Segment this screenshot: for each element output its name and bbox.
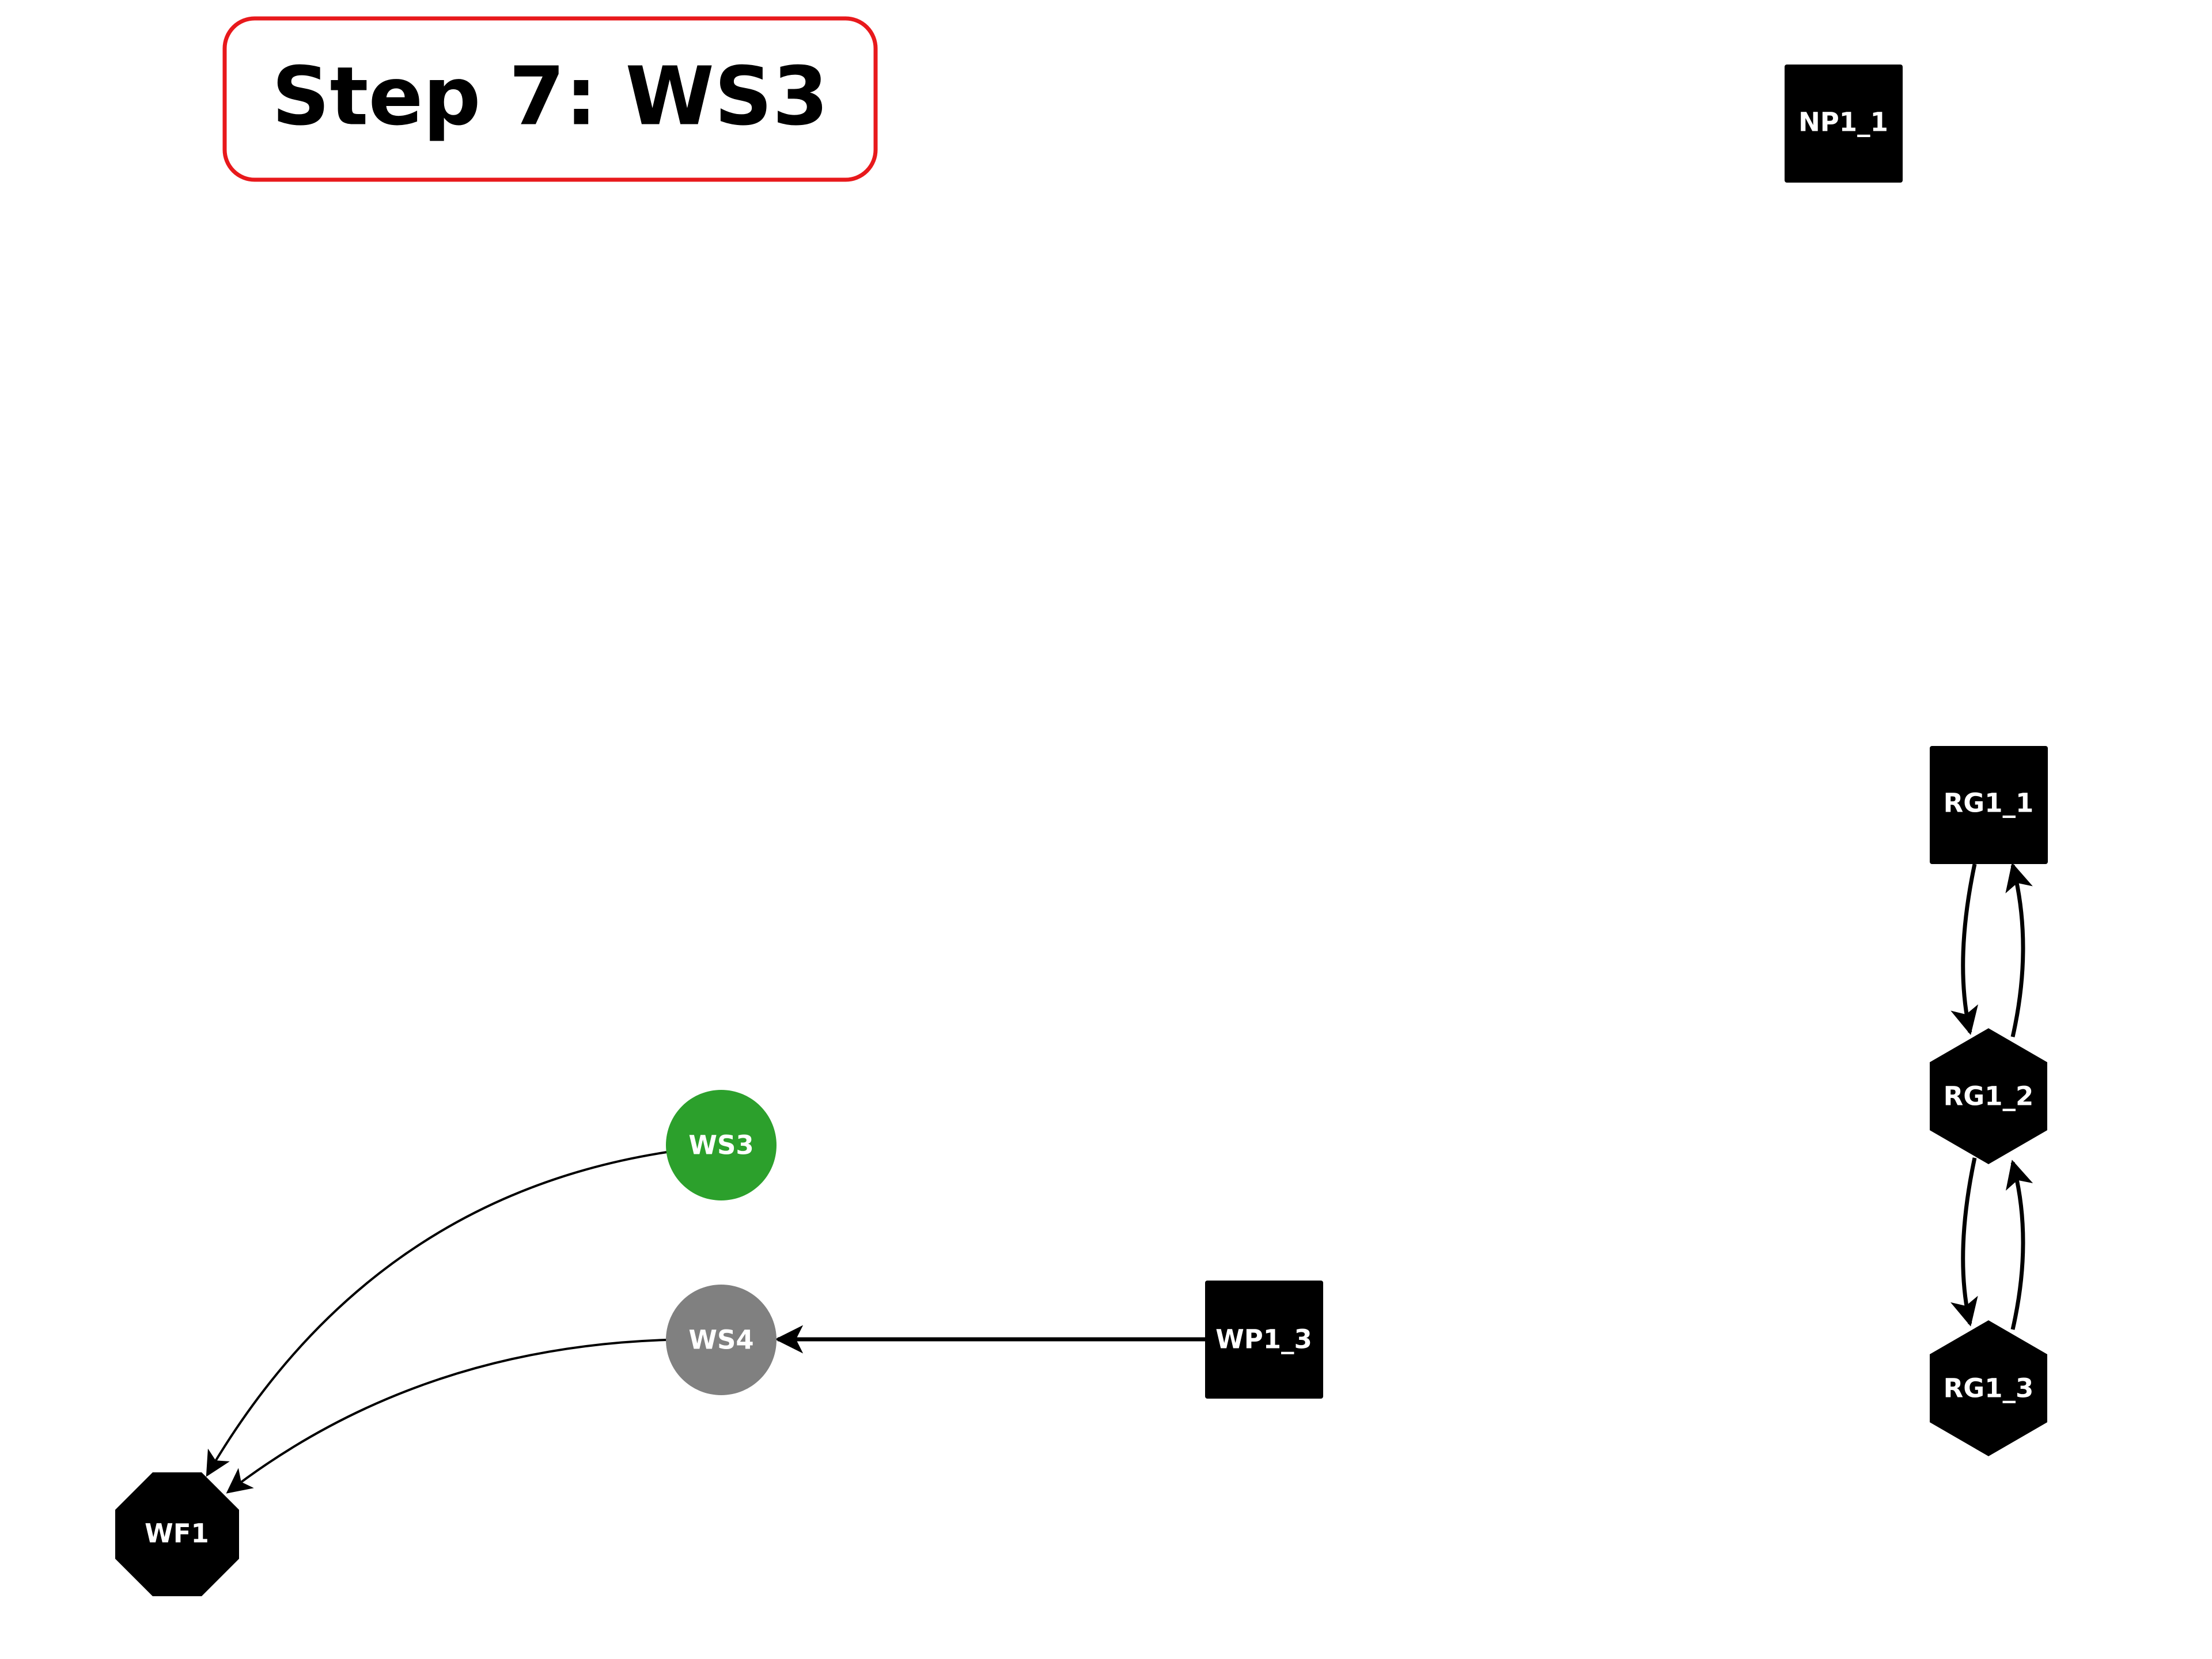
node-np1-1-shape bbox=[1785, 65, 1903, 183]
node-rg1-2-shape bbox=[1930, 1028, 2047, 1164]
node-ws3-shape bbox=[666, 1090, 777, 1200]
node-wp1-3[interactable]: WP1_3 bbox=[1205, 1281, 1323, 1399]
node-wf1[interactable]: WF1 bbox=[115, 1472, 239, 1596]
node-rg1-3[interactable]: RG1_3 bbox=[1930, 1320, 2047, 1456]
node-ws4-shape bbox=[666, 1285, 777, 1395]
edge-rg1-1-to-rg1-2 bbox=[1950, 863, 1979, 1035]
node-rg1-1-shape bbox=[1930, 746, 2048, 864]
node-rg1-2-label: RG1_2 bbox=[1944, 1081, 2034, 1112]
node-rg1-1-label: RG1_1 bbox=[1944, 788, 2034, 819]
edge-rg1-2-to-rg1-1 bbox=[2005, 862, 2033, 1037]
title-border bbox=[222, 16, 878, 182]
step-title: Step 7: WS3 bbox=[272, 50, 828, 144]
node-wp1-3-shape bbox=[1205, 1281, 1323, 1399]
step-title-box: Step 7: WS3 bbox=[222, 16, 878, 182]
node-ws4[interactable]: WS4 bbox=[666, 1285, 777, 1395]
node-wf1-shape bbox=[115, 1472, 239, 1596]
node-np1-1[interactable]: NP1_1 bbox=[1785, 65, 1903, 183]
edge-rg1-2-to-rg1-3 bbox=[1950, 1157, 1978, 1327]
edge-ws3-to-wf1 bbox=[206, 1151, 668, 1477]
node-rg1-3-shape bbox=[1930, 1320, 2047, 1456]
edge-rg1-3-to-rg1-2 bbox=[2005, 1160, 2033, 1330]
node-np1-1-label: NP1_1 bbox=[1798, 107, 1888, 138]
edge-ws4-to-wf1 bbox=[226, 1339, 668, 1494]
node-wp1-3-label: WP1_3 bbox=[1215, 1324, 1312, 1355]
node-ws4-label: WS4 bbox=[688, 1325, 753, 1355]
node-rg1-3-label: RG1_3 bbox=[1944, 1373, 2034, 1404]
node-rg1-1[interactable]: RG1_1 bbox=[1930, 746, 2048, 864]
node-rg1-2[interactable]: RG1_2 bbox=[1930, 1028, 2047, 1164]
edges bbox=[206, 862, 2033, 1494]
node-ws3-label: WS3 bbox=[688, 1130, 753, 1161]
node-wf1-label: WF1 bbox=[145, 1518, 209, 1549]
node-ws3[interactable]: WS3 bbox=[666, 1090, 777, 1200]
